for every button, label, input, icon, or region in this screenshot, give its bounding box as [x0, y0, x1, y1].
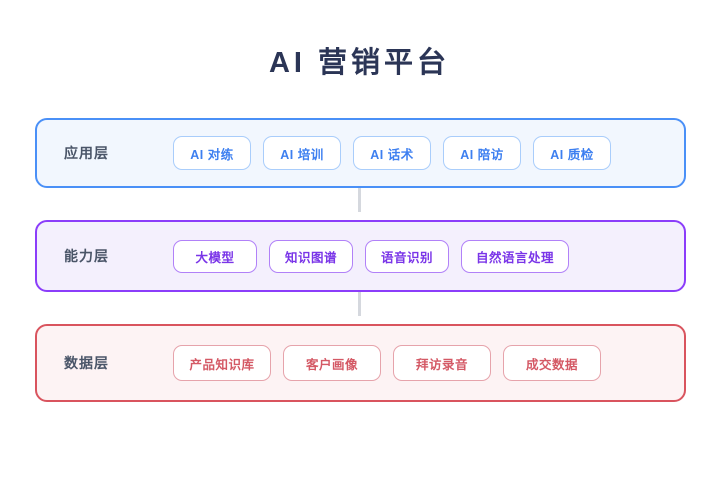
chip-ai-peifang[interactable]: AI 陪访 — [443, 136, 521, 170]
chip-deal-data[interactable]: 成交数据 — [503, 345, 601, 381]
chip-customer-profile[interactable]: 客户画像 — [283, 345, 381, 381]
layer-application[interactable]: 应用层 AI 对练 AI 培训 AI 话术 AI 陪访 AI 质检 — [35, 118, 686, 188]
layer-capability[interactable]: 能力层 大模型 知识图谱 语音识别 自然语言处理 — [35, 220, 686, 292]
chip-ai-peixun[interactable]: AI 培训 — [263, 136, 341, 170]
chip-speech-recognition[interactable]: 语音识别 — [365, 239, 449, 273]
chip-product-knowledge-base[interactable]: 产品知识库 — [173, 345, 271, 381]
connector-line-app-to-capability — [358, 178, 361, 212]
chip-group-capability: 大模型 知识图谱 语音识别 自然语言处理 — [173, 239, 570, 273]
page-title: AI 营销平台 — [268, 47, 451, 79]
chip-visit-recording[interactable]: 拜访录音 — [393, 345, 491, 381]
chip-group-data: 产品知识库 客户画像 拜访录音 成交数据 — [173, 345, 601, 381]
chip-nlp[interactable]: 自然语言处理 — [461, 239, 570, 273]
layer-data[interactable]: 数据层 产品知识库 客户画像 拜访录音 成交数据 — [35, 324, 686, 402]
chip-group-application: AI 对练 AI 培训 AI 话术 AI 陪访 AI 质检 — [173, 136, 611, 170]
layer-stack: 应用层 AI 对练 AI 培训 AI 话术 AI 陪访 AI 质检 能力层 大模… — [35, 118, 686, 402]
chip-ai-duilian[interactable]: AI 对练 — [173, 136, 251, 170]
layer-label-capability: 能力层 — [64, 248, 109, 264]
layer-label-application: 应用层 — [64, 145, 109, 161]
chip-ai-huashu[interactable]: AI 话术 — [353, 136, 431, 170]
chip-large-model[interactable]: 大模型 — [173, 239, 257, 273]
connector-line-capability-to-data — [358, 282, 361, 316]
chip-ai-zhijian[interactable]: AI 质检 — [533, 136, 611, 170]
layer-label-data: 数据层 — [64, 355, 109, 371]
chip-knowledge-graph[interactable]: 知识图谱 — [269, 239, 353, 273]
